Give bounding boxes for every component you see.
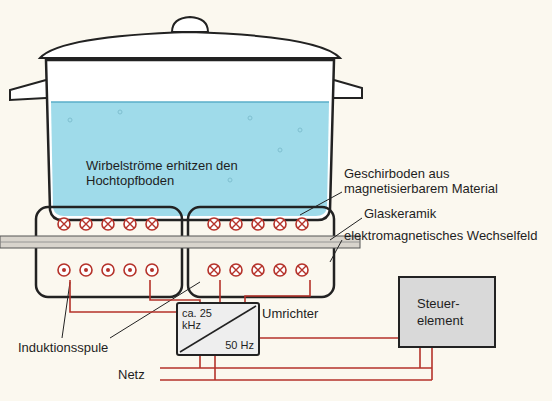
- coil-turn: [58, 218, 70, 230]
- current-out-mark: [150, 268, 154, 272]
- coil-turn: [208, 218, 220, 230]
- current-out-mark: [128, 268, 132, 272]
- coil-turn: [124, 264, 136, 276]
- caption-text: Wirbelströme erhitzen den Hochtopfboden: [86, 158, 261, 188]
- current-in-mark: [254, 266, 262, 274]
- frequency-label: ca. 25 kHz: [182, 307, 222, 331]
- signal-wire: [260, 337, 398, 339]
- coil-turn: [252, 218, 264, 230]
- coil-turn: [296, 218, 308, 230]
- current-in-mark: [60, 220, 68, 228]
- coil-turn: [146, 264, 158, 276]
- current-in-mark: [276, 266, 284, 274]
- current-in-mark: [148, 220, 156, 228]
- box-heading: Umrichter: [262, 306, 318, 321]
- current-in-mark: [276, 220, 284, 228]
- part-label: Netz: [118, 367, 158, 382]
- current-in-mark: [232, 220, 240, 228]
- box-label: Steuer- element: [417, 295, 477, 329]
- current-in-mark: [210, 266, 218, 274]
- frequency-label: 50 Hz: [225, 339, 254, 351]
- converter-box: Umrichterca. 25 kHz50 Hz: [176, 302, 260, 356]
- glass-ceramic-line: [0, 242, 360, 243]
- coil-windings: [58, 218, 308, 276]
- part-label: elektromagnetisches Wechselfeld: [344, 228, 544, 243]
- coil-turn: [146, 218, 158, 230]
- coil-turn: [124, 218, 136, 230]
- coil-turn: [102, 218, 114, 230]
- current-in-mark: [210, 220, 218, 228]
- coil-turn: [230, 264, 242, 276]
- part-label: Glaskeramik: [364, 206, 484, 221]
- coil-turn: [230, 218, 242, 230]
- pot-lid: [40, 32, 340, 58]
- pot-handle: [10, 80, 46, 100]
- coil-turn: [274, 218, 286, 230]
- coil-turn: [80, 264, 92, 276]
- pot-handle: [334, 80, 362, 98]
- current-out-mark: [84, 268, 88, 272]
- coil-turn: [208, 264, 220, 276]
- coil-turn: [274, 264, 286, 276]
- coil-turn: [58, 264, 70, 276]
- coil-turn: [252, 264, 264, 276]
- wires: [70, 280, 432, 380]
- part-label: Geschirboden aus magnetisierbarem Materi…: [344, 166, 544, 196]
- current-in-mark: [126, 220, 134, 228]
- coil-turn: [80, 218, 92, 230]
- current-in-mark: [82, 220, 90, 228]
- current-in-mark: [232, 266, 240, 274]
- current-in-mark: [298, 266, 306, 274]
- control-box: Steuer- element: [398, 276, 496, 348]
- coil-frame: [36, 207, 182, 297]
- coil-turn: [296, 264, 308, 276]
- water: [51, 102, 329, 216]
- lid-knob: [172, 17, 208, 32]
- pot-body: [46, 60, 334, 220]
- current-out-mark: [62, 268, 66, 272]
- current-in-mark: [298, 220, 306, 228]
- coil-frame: [188, 207, 334, 297]
- water-surface: [51, 101, 329, 103]
- current-out-mark: [106, 268, 110, 272]
- current-in-mark: [254, 220, 262, 228]
- glass-ceramic: [0, 236, 360, 248]
- coil-turn: [102, 264, 114, 276]
- current-in-mark: [104, 220, 112, 228]
- part-label: Induktionsspule: [18, 340, 158, 355]
